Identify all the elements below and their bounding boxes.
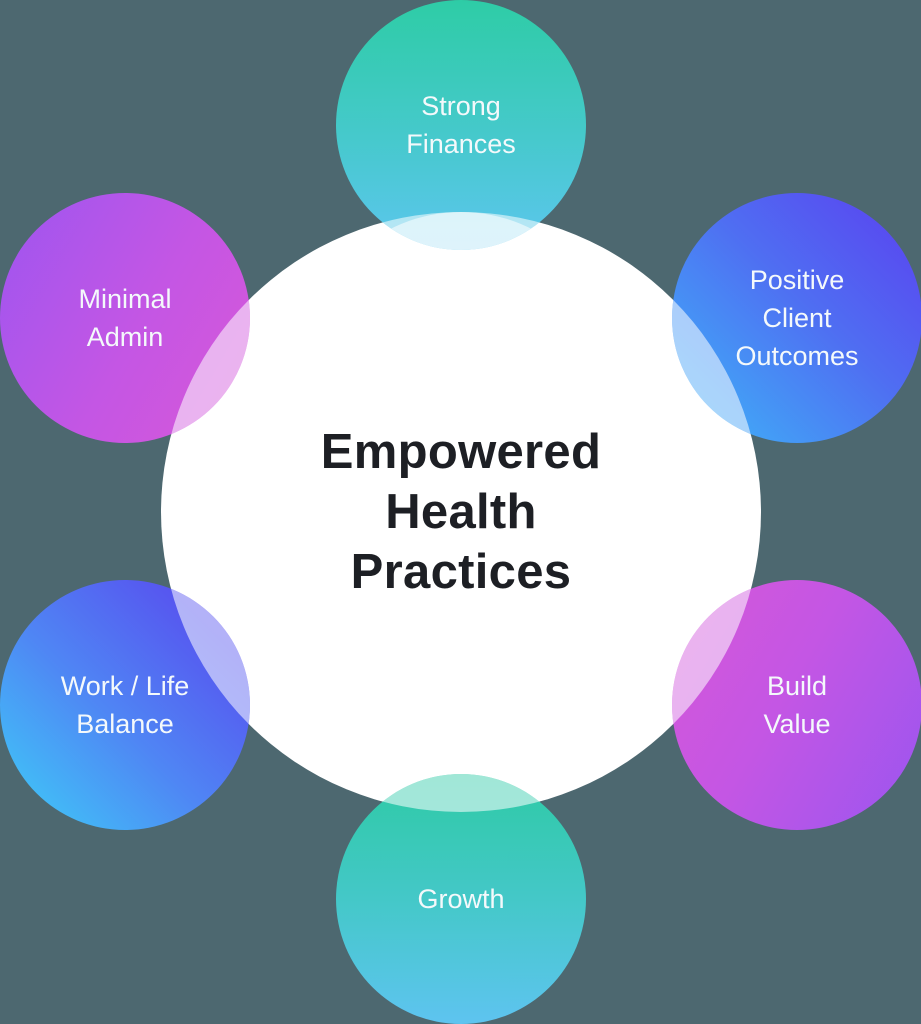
center-title-line-2: Health	[385, 485, 537, 539]
node-build-value: Build Value	[672, 580, 921, 830]
center-title-line-3: Practices	[350, 545, 572, 599]
center-title-line-1: Empowered	[320, 425, 602, 479]
node-label: Build Value	[763, 671, 831, 739]
node-work-life-balance: Work / Life Balance	[0, 580, 250, 830]
node-label: Growth	[417, 884, 505, 914]
node-positive-client-outcomes: Positive Client Outcomes	[672, 193, 921, 443]
node-label: Positive Client Outcomes	[735, 265, 859, 371]
node-strong-finances: Strong Finances	[336, 0, 586, 250]
node-label: Minimal Admin	[78, 284, 172, 352]
node-minimal-admin: Minimal Admin	[0, 193, 250, 443]
center-hub-circle: Empowered Health Practices	[161, 212, 761, 812]
node-label: Work / Life Balance	[60, 671, 190, 739]
node-growth: Growth	[336, 774, 586, 1024]
center-title: Empowered Health Practices	[321, 422, 601, 602]
node-label: Strong Finances	[406, 91, 516, 159]
